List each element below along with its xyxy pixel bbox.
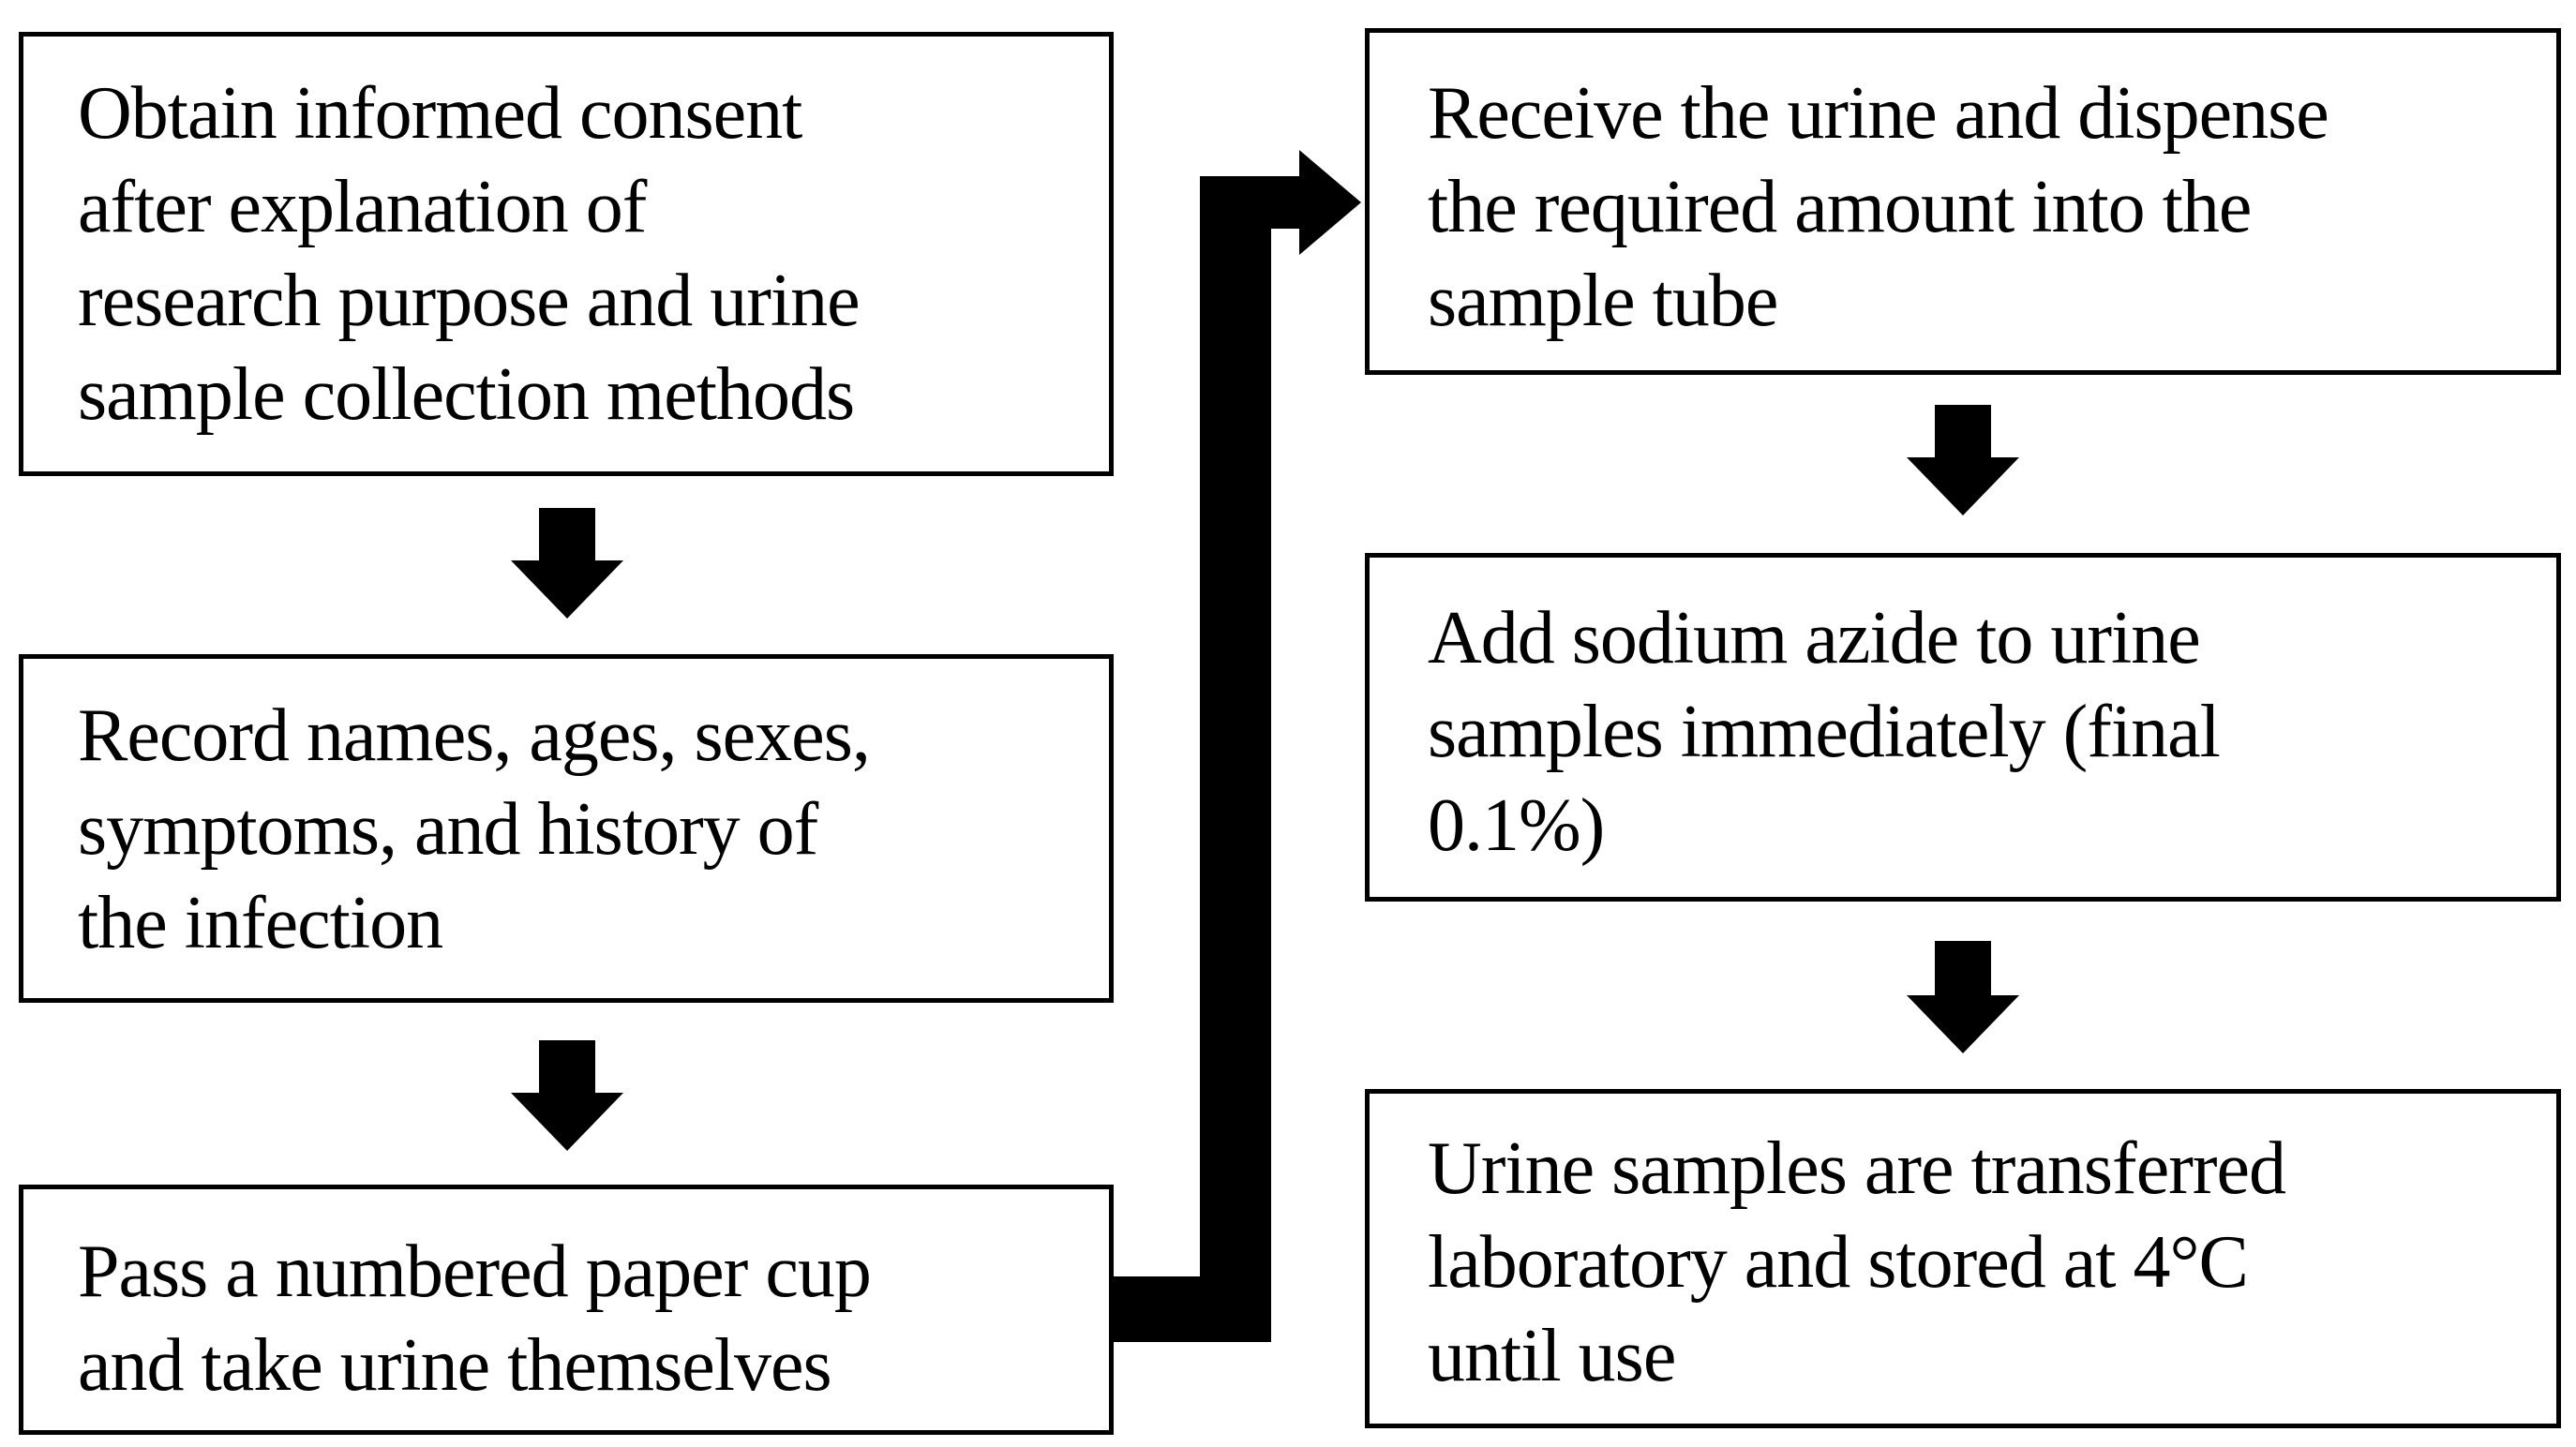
step-text-line: Obtain informed consent: [78, 72, 802, 155]
step-text-line: Urine samples are transferred: [1428, 1127, 2286, 1210]
step-box-obtain-consent: Obtain informed consent after explanatio…: [19, 32, 1114, 476]
arrow-step4-to-step5: [1907, 405, 2019, 515]
step-box-pass-cup: Pass a numbered paper cup and take urine…: [19, 1185, 1114, 1435]
arrow-step3-to-step4: [1114, 150, 1361, 1342]
step-text-line: after explanation of: [78, 166, 647, 248]
step-text-line: Pass a numbered paper cup: [78, 1231, 872, 1313]
step-box-transfer-store: Urine samples are transferred laboratory…: [1365, 1089, 2561, 1428]
step-text-line: Add sodium azide to urine: [1428, 597, 2201, 679]
step-box-receive-urine: Receive the urine and dispense the requi…: [1365, 28, 2561, 375]
step-box-record-details: Record names, ages, sexes, symptoms, and…: [19, 654, 1114, 1003]
step-text-line: the required amount into the: [1428, 166, 2252, 248]
step-text-line: sample tube: [1428, 260, 1778, 342]
arrow-step5-to-step6: [1907, 941, 2019, 1053]
step-text-line: Record names, ages, sexes,: [78, 694, 871, 777]
step-text-line: 0.1%): [1428, 784, 1605, 867]
step-text-line: until use: [1428, 1315, 1676, 1397]
arrow-step1-to-step2: [511, 508, 623, 619]
arrow-step2-to-step3: [511, 1040, 623, 1151]
step-text-line: and take urine themselves: [78, 1324, 832, 1407]
step-text-line: Receive the urine and dispense: [1428, 72, 2329, 155]
step-text-line: research purpose and urine: [78, 260, 861, 342]
step-box-add-sodium-azide: Add sodium azide to urine samples immedi…: [1365, 553, 2561, 902]
step-text-line: samples immediately (final: [1428, 691, 2221, 773]
step-text-line: sample collection methods: [78, 353, 855, 436]
step-text-line: symptoms, and history of: [78, 788, 818, 871]
step-text-line: the infection: [78, 882, 443, 964]
step-text-line: laboratory and stored at 4°C: [1428, 1221, 2249, 1304]
